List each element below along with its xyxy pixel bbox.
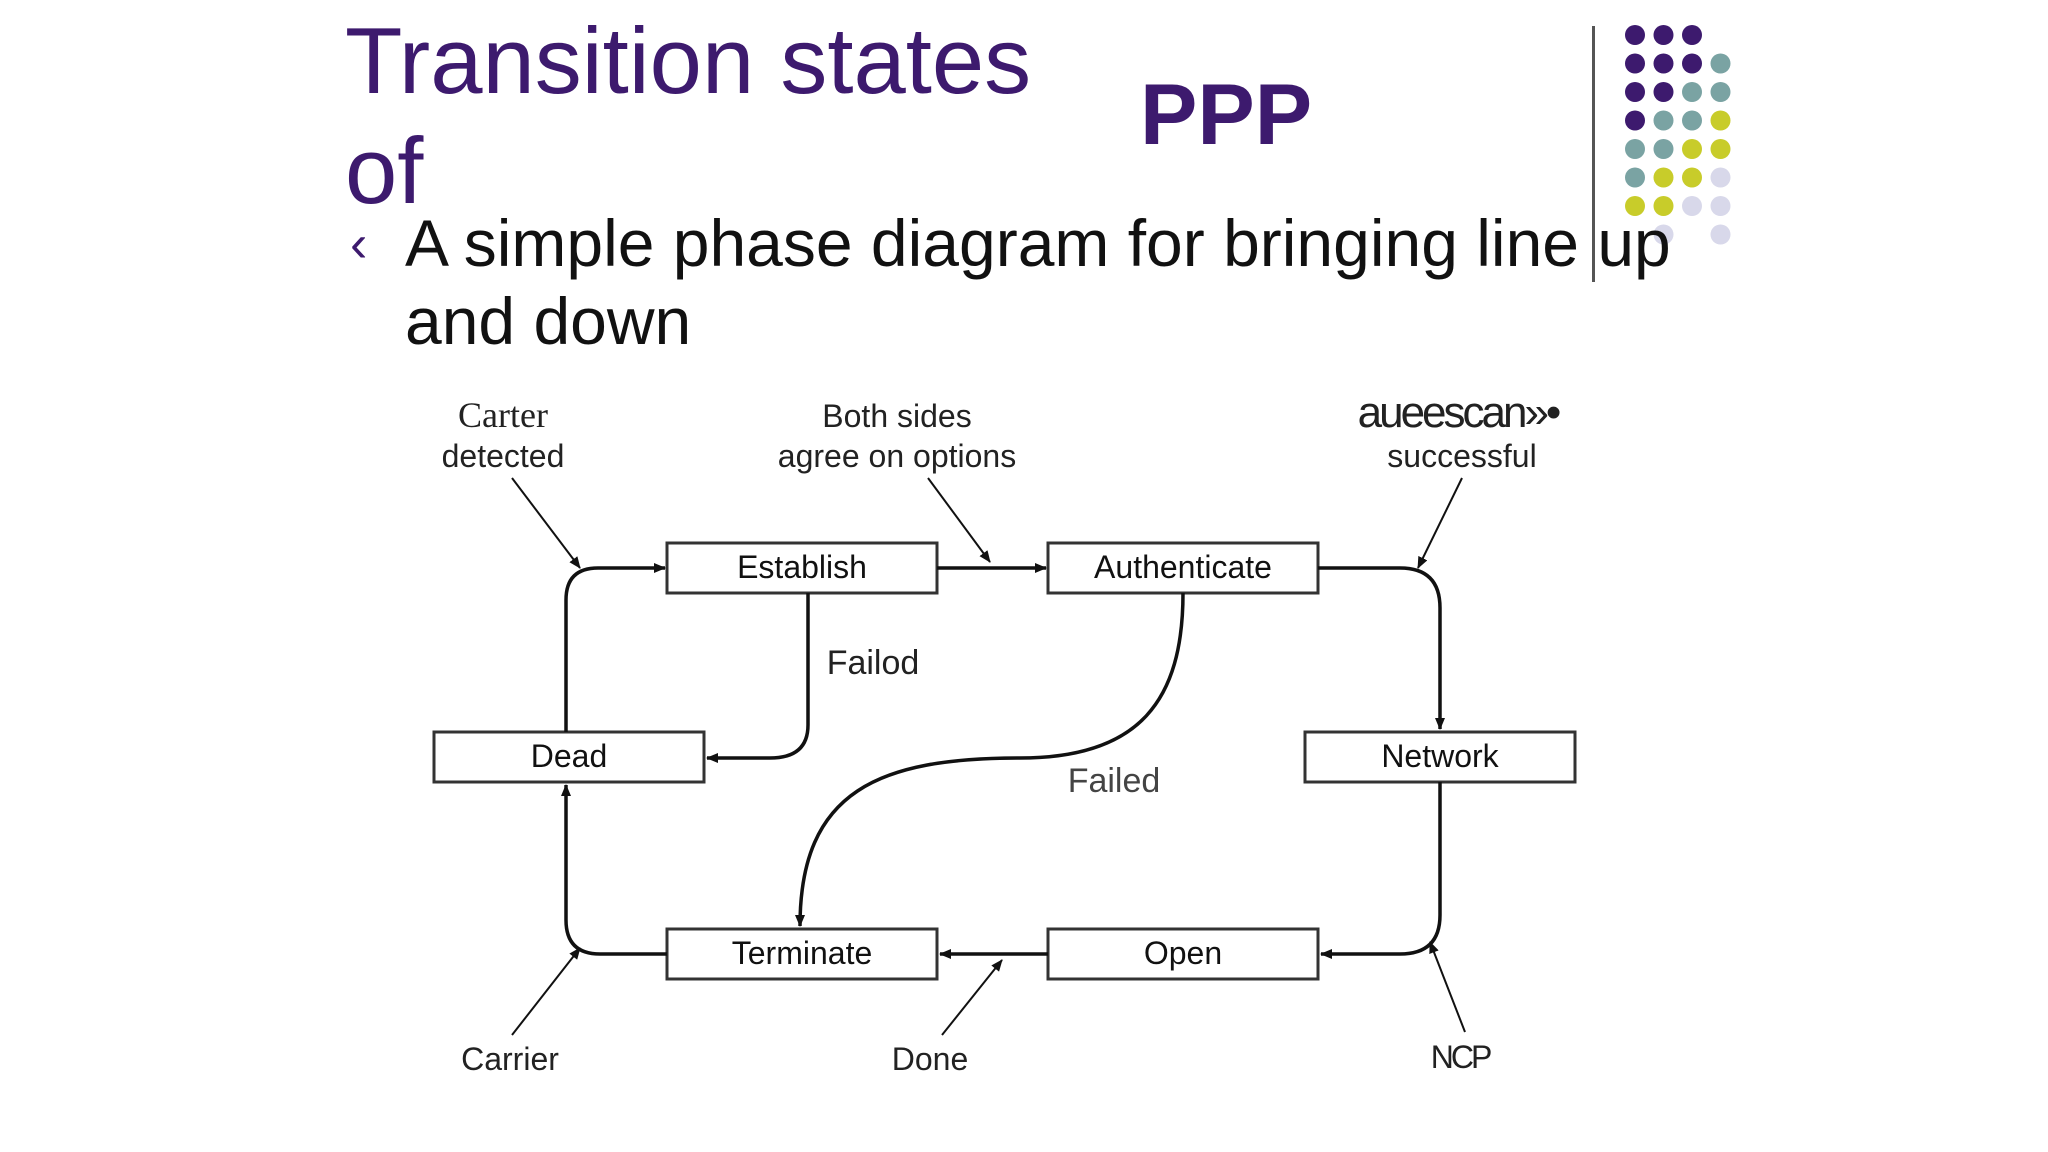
decorative-dot: [1653, 82, 1674, 102]
decorative-dot: [1653, 53, 1674, 74]
slide-title-ppp: PPP: [1140, 67, 1313, 163]
bullet-text: A simple phase diagram for bringing line…: [405, 206, 1671, 358]
edge-authenticate-terminate-failed: [795, 592, 1185, 927]
decorative-dot: [1653, 139, 1674, 159]
decorative-dot: [1710, 139, 1731, 159]
decorative-dot: [1682, 196, 1702, 216]
bullet-icon: ‹: [350, 215, 368, 273]
state-authenticate-label: Authenticate: [1094, 549, 1272, 585]
decorative-dot: [1653, 25, 1674, 45]
label-auth-success-2: successful: [1387, 438, 1536, 474]
state-terminate-label: Terminate: [732, 935, 873, 971]
decorative-dot: [1625, 53, 1645, 74]
label-done: Done: [892, 1041, 969, 1077]
pointer-both-sides: [927, 477, 991, 563]
state-establish: Establish: [665, 541, 939, 595]
decorative-dot: [1625, 196, 1645, 216]
state-dead: Dead: [432, 730, 706, 784]
label-failed-auth: Failed: [1068, 762, 1161, 800]
label-ncp: NCP: [1431, 1039, 1491, 1075]
label-both-sides-1: Both sides: [822, 398, 971, 434]
edge-dead-establish: [564, 563, 666, 732]
label-carrier-detected-1: Carter: [458, 395, 548, 435]
decorative-dot: [1710, 224, 1731, 245]
decorative-dot: [1653, 110, 1674, 131]
decorative-dot: [1710, 53, 1731, 74]
decorative-dot: [1710, 196, 1731, 216]
label-both-sides-2: agree on options: [778, 438, 1016, 474]
decorative-dot: [1682, 82, 1702, 102]
slide-title: Transition states of: [345, 8, 1032, 223]
decorative-dot: [1710, 82, 1731, 102]
state-terminate: Terminate: [665, 927, 939, 981]
label-carrier-detected-2: detected: [442, 438, 565, 474]
decorative-dot: [1625, 110, 1645, 131]
pointer-auth-success: [1417, 477, 1463, 569]
decorative-dot: [1625, 25, 1645, 45]
state-open-label: Open: [1144, 935, 1222, 971]
label-auth-success-1: aueescan»•: [1358, 388, 1560, 437]
pointer-ncp: [1429, 941, 1466, 1033]
decorative-dot: [1682, 25, 1702, 45]
decorative-dot: [1710, 110, 1731, 131]
edge-establish-dead-failed: [706, 593, 810, 763]
label-failed-establish: Failod: [827, 644, 920, 682]
state-network-label: Network: [1381, 738, 1499, 774]
state-authenticate: Authenticate: [1046, 541, 1320, 595]
pointer-carrier: [511, 947, 581, 1036]
pointer-carrier-detected: [511, 477, 581, 569]
state-dead-label: Dead: [531, 738, 608, 774]
decorative-dot: [1653, 167, 1674, 188]
decorative-dot: [1653, 196, 1674, 216]
decorative-dot: [1625, 82, 1645, 102]
decorative-dot: [1625, 139, 1645, 159]
title-divider: [1592, 26, 1595, 282]
decorative-dot: [1710, 167, 1731, 188]
decorative-dot: [1682, 167, 1702, 188]
edge-authenticate-network: [1318, 566, 1445, 730]
decorative-dot: [1682, 139, 1702, 159]
label-carrier: Carrier: [461, 1041, 559, 1077]
state-open: Open: [1046, 927, 1320, 981]
edge-terminate-dead: [561, 784, 667, 956]
edge-network-open: [1320, 782, 1442, 959]
decorative-dot: [1682, 53, 1702, 74]
state-network: Network: [1303, 730, 1577, 784]
decorative-dot: [1653, 224, 1674, 245]
pointer-done: [941, 959, 1003, 1036]
decorative-dot: [1625, 167, 1645, 188]
state-establish-label: Establish: [737, 549, 867, 585]
decorative-dot: [1682, 110, 1702, 131]
